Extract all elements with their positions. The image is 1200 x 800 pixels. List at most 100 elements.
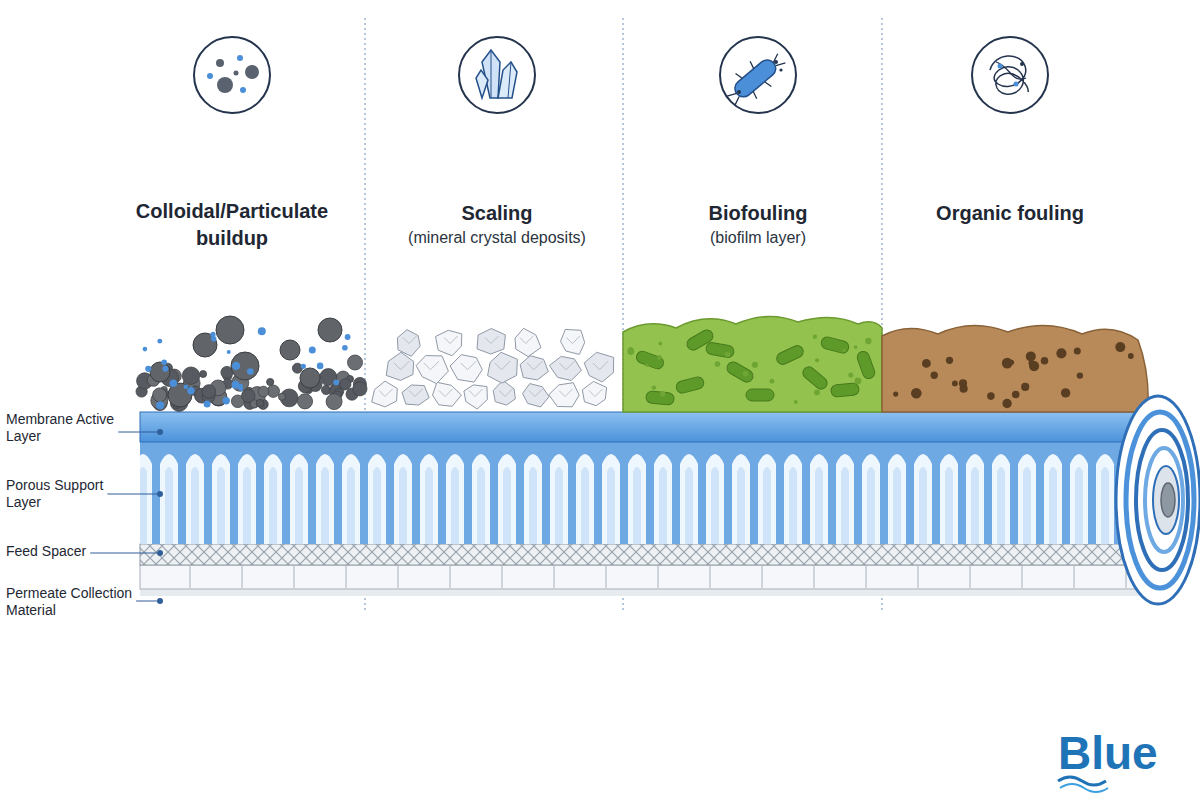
biofilm-dot — [658, 342, 662, 346]
crystal-facet — [527, 361, 542, 370]
particle — [348, 355, 363, 370]
permeate-tick — [606, 566, 607, 588]
particle — [182, 367, 199, 384]
bacterium — [675, 376, 705, 395]
column-heading: Biofouling — [638, 200, 878, 227]
crystal-facet — [403, 336, 417, 344]
crystal-facet — [495, 361, 510, 370]
colloid-dot — [227, 350, 231, 354]
organic-particle — [893, 392, 898, 397]
crystal — [436, 330, 462, 355]
crystal-facet — [469, 389, 483, 397]
colloid-dot — [232, 362, 240, 370]
biofilm-dot — [815, 358, 819, 362]
biofilm-dot — [743, 371, 749, 377]
column-heading: Colloidal/Particulate buildup — [112, 198, 352, 252]
crystal-facet — [424, 361, 439, 370]
particle — [242, 389, 255, 402]
crystal — [582, 381, 606, 405]
biofilm-dot — [645, 364, 648, 367]
column-subheading: (biofilm layer) — [638, 227, 878, 249]
particle-cluster — [231, 352, 259, 380]
logo-wave — [1058, 777, 1108, 792]
particle-cluster — [193, 333, 217, 357]
colloid-dot — [204, 401, 211, 408]
particle — [278, 393, 285, 400]
leader-dot — [157, 429, 163, 435]
crystal — [477, 329, 505, 355]
particle — [153, 388, 167, 402]
layer-label: Permeate Collection Material — [6, 585, 140, 619]
permeate-tick — [1022, 566, 1023, 588]
particle — [297, 394, 312, 409]
permeate-tick — [1074, 566, 1075, 588]
biofilm-dot — [848, 372, 853, 377]
colloid-dot — [317, 363, 324, 370]
organic-particle — [1002, 399, 1011, 408]
organic-particles — [893, 342, 1134, 408]
biofilm-dot — [715, 361, 721, 367]
crystal-facet — [520, 336, 534, 344]
biofilm-dot — [752, 362, 758, 368]
crystal-deposit — [372, 328, 614, 409]
organic-particle — [1056, 348, 1066, 358]
crystal-facet — [439, 389, 453, 397]
colloid-dot — [223, 397, 230, 404]
active-layer — [140, 412, 1160, 442]
crystal — [549, 383, 579, 407]
organic-particle — [959, 379, 967, 387]
leader-lines — [90, 429, 163, 604]
permeate-tick — [970, 566, 971, 588]
bacterium — [646, 391, 675, 405]
organic-particle — [1029, 361, 1039, 371]
crystal-facet — [461, 361, 476, 370]
colloid-dot — [309, 346, 316, 353]
permeate-tick — [814, 566, 815, 588]
permeate-tick — [554, 566, 555, 588]
particle-cluster — [168, 383, 192, 407]
permeate-tick — [866, 566, 867, 588]
particle — [256, 399, 264, 407]
crystal — [386, 352, 414, 380]
crystal-facet — [529, 389, 543, 397]
crystal — [402, 385, 429, 405]
permeate-tick — [346, 566, 347, 588]
permeate-layer — [140, 565, 1160, 589]
particle — [340, 379, 351, 390]
crystal — [450, 355, 482, 382]
colloid-dot — [342, 345, 348, 351]
colloid-dot — [162, 366, 168, 372]
colloid-dot — [145, 366, 151, 372]
layer-label: Porous Support Layer — [6, 477, 118, 511]
permeate-tick — [190, 566, 191, 588]
colloid-dot — [232, 381, 240, 389]
crystal-facet — [444, 336, 458, 344]
bacterium — [800, 364, 829, 391]
particle — [267, 378, 274, 385]
organic-particle — [1012, 391, 1020, 399]
crystal — [372, 381, 398, 407]
bacterium — [725, 360, 755, 384]
biofilm-dot — [855, 378, 862, 385]
leader-line — [136, 601, 157, 602]
crystal-facet — [559, 361, 574, 370]
organic-particle — [1009, 360, 1014, 365]
organic-particle — [946, 357, 953, 364]
crystal-facet — [589, 389, 603, 397]
permeate-tick — [502, 566, 503, 588]
organic-particle — [1041, 357, 1049, 365]
biofilm-dot — [627, 348, 634, 355]
biofilm-dot — [854, 345, 858, 349]
particle-deposit — [136, 316, 367, 411]
bacterium — [685, 328, 715, 352]
permeate-tick — [658, 566, 659, 588]
permeate-ticks — [190, 566, 1126, 588]
colloid-dot — [184, 385, 189, 390]
biofilm-dot — [813, 335, 817, 339]
bacterium — [775, 344, 805, 367]
biofilm-dot — [794, 400, 798, 404]
crystal-facet — [409, 389, 423, 397]
layer-label: Feed Spacer — [6, 543, 136, 560]
permeate-tick — [710, 566, 711, 588]
organic-particle — [931, 372, 938, 379]
